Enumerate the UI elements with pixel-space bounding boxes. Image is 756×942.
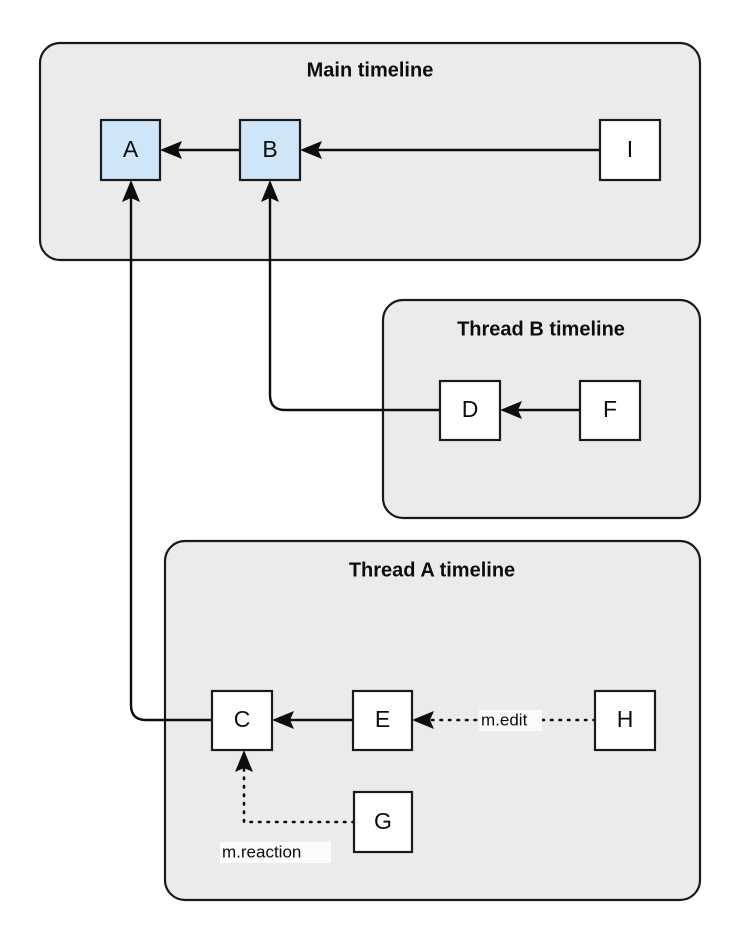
edge-c-to-a [122, 180, 212, 722]
container-main-timeline-rect [38, 41, 702, 262]
event-box-h-label: H [617, 706, 634, 732]
edge-f-to-d [500, 401, 580, 419]
edge-c-to-a-line [129, 195, 212, 722]
event-box-c-rect[interactable] [210, 689, 274, 752]
edge-g-to-c-line [242, 763, 356, 824]
event-box-b-rect[interactable] [238, 118, 302, 182]
event-box-i[interactable]: I [598, 118, 662, 182]
edge-e-to-c-arrowhead [272, 711, 294, 729]
container-main-timeline-title: Main timeline [307, 59, 434, 81]
event-box-g-label: G [374, 808, 392, 834]
event-box-g-rect[interactable] [352, 790, 414, 854]
edge-label-m-reaction-bg [220, 842, 331, 863]
edge-i-to-b-arrowhead [300, 141, 322, 159]
event-box-g[interactable]: G [352, 790, 414, 854]
event-box-c-label: C [234, 706, 251, 732]
event-box-b[interactable]: B [238, 118, 302, 182]
event-box-h[interactable]: H [593, 689, 657, 752]
event-box-a-label: A [123, 136, 139, 162]
event-box-e-rect[interactable] [351, 689, 414, 752]
event-box-a[interactable]: A [99, 118, 162, 182]
event-box-f-rect[interactable] [578, 379, 642, 442]
edge-d-to-b-arrowhead [261, 180, 279, 202]
event-box-f[interactable]: F [578, 379, 642, 442]
event-box-b-label: B [262, 136, 277, 162]
edge-f-to-d-arrowhead [500, 401, 522, 419]
event-box-d-label: D [462, 396, 479, 422]
edge-i-to-b [300, 141, 600, 159]
event-box-d[interactable]: D [438, 379, 502, 442]
event-box-e-label: E [375, 706, 390, 732]
container-thread-b-timeline-title: Thread B timeline [457, 318, 625, 340]
event-box-a-rect[interactable] [99, 118, 162, 182]
container-thread-a-timeline-title: Thread A timeline [349, 559, 515, 581]
edge-d-to-b-line [268, 195, 440, 412]
edge-c-to-a-arrowhead [122, 180, 140, 202]
edge-label-m-reaction-text: m.reaction [222, 842, 301, 861]
event-box-h-rect[interactable] [593, 689, 657, 752]
event-box-c[interactable]: C [210, 689, 274, 752]
edge-label-m-edit: m.edit [479, 710, 542, 731]
event-box-i-label: I [627, 136, 633, 162]
edge-label-m-edit-bg [479, 710, 542, 731]
edge-label-m-edit-text: m.edit [481, 710, 528, 729]
edge-b-to-a-arrowhead [160, 141, 182, 159]
edge-h-to-e-arrowhead [412, 711, 434, 729]
edge-d-to-b [261, 180, 440, 412]
container-main-timeline: Main timeline [38, 41, 702, 262]
edge-b-to-a [160, 141, 240, 159]
edge-g-to-c-arrowhead [235, 750, 253, 772]
edge-e-to-c [272, 711, 353, 729]
event-box-d-rect[interactable] [438, 379, 502, 442]
event-box-e[interactable]: E [351, 689, 414, 752]
event-box-f-label: F [603, 396, 617, 422]
event-box-i-rect[interactable] [598, 118, 662, 182]
edge-g-to-c [235, 750, 356, 824]
edge-label-m-reaction: m.reaction [220, 842, 331, 863]
